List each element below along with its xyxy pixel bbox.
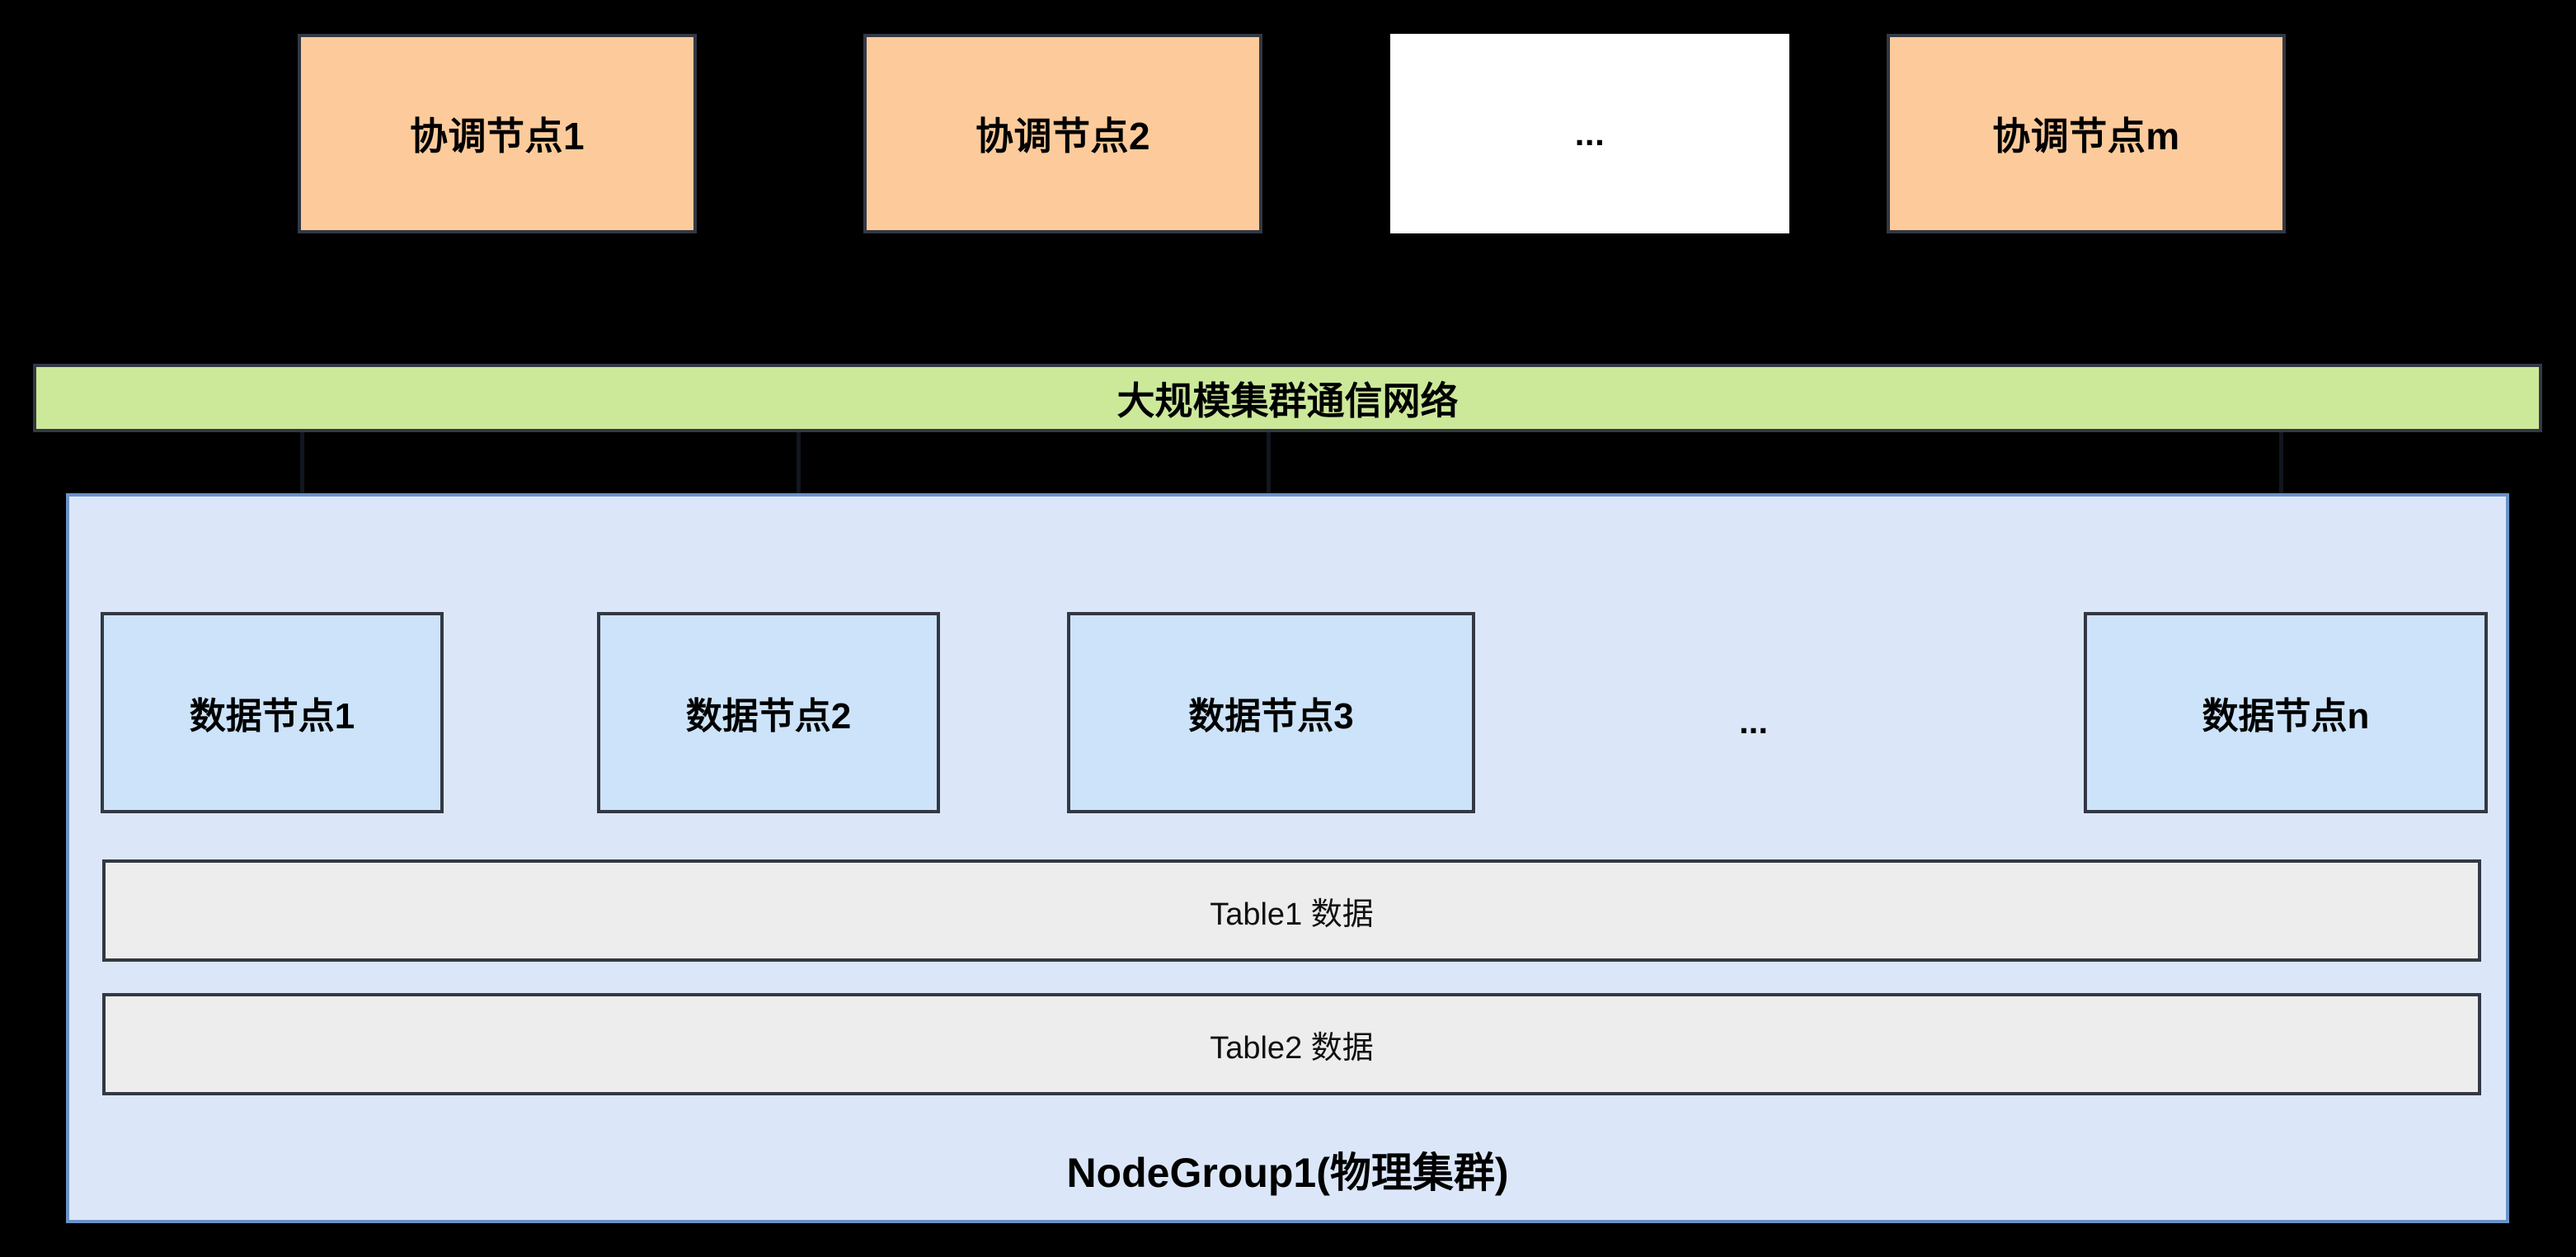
data-node-n[interactable]: 数据节点n	[2084, 612, 2488, 813]
data-node-3[interactable]: 数据节点3	[1067, 612, 1475, 813]
coordinator-ellipsis-box: ...	[1390, 34, 1789, 233]
coordinator-node-1[interactable]: 协调节点1	[298, 34, 697, 233]
coordinator-node-m[interactable]: 协调节点m	[1887, 34, 2286, 233]
cluster-network-bar[interactable]: 大规模集群通信网络	[33, 364, 2542, 432]
table-row[interactable]: Table2 数据	[102, 993, 2481, 1095]
nodegroup-container[interactable]: 数据节点1 数据节点2 数据节点3 ... 数据节点n Table1 数据 Ta…	[66, 493, 2509, 1223]
data-node-2-label: 数据节点2	[685, 696, 852, 737]
coordinator-ellipsis-label: ...	[1574, 114, 1605, 153]
nodegroup-label: NodeGroup1(物理集群)	[1066, 1150, 1509, 1196]
table-row-label-2: Table2 数据	[1210, 1030, 1374, 1066]
data-node-2[interactable]: 数据节点2	[597, 612, 940, 813]
coordinator-node-2[interactable]: 协调节点2	[863, 34, 1262, 233]
coordinator-node-m-label: 协调节点m	[1992, 115, 2180, 158]
coordinator-node-2-label: 协调节点2	[975, 115, 1151, 158]
data-node-ellipsis-label: ...	[1739, 702, 1769, 741]
coordinator-node-1-label: 协调节点1	[409, 115, 585, 158]
table-row-label-1: Table1 数据	[1210, 897, 1374, 932]
data-node-1[interactable]: 数据节点1	[101, 612, 444, 813]
cluster-network-label: 大规模集群通信网络	[1116, 379, 1459, 422]
table-row[interactable]: Table1 数据	[102, 859, 2481, 962]
data-node-n-label: 数据节点n	[2202, 696, 2370, 737]
data-node-1-label: 数据节点1	[189, 696, 355, 737]
data-node-3-label: 数据节点3	[1188, 696, 1354, 737]
